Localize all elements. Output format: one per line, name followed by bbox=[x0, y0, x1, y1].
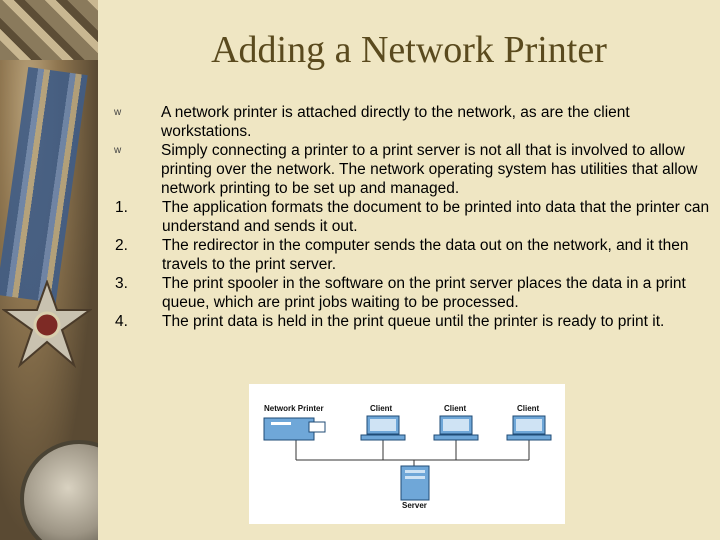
decorative-side-image bbox=[0, 0, 98, 540]
medal-cross-icon bbox=[2, 280, 92, 369]
client-label: Client bbox=[444, 404, 467, 413]
server-icon bbox=[400, 465, 430, 501]
list-item: w Simply connecting a printer to a print… bbox=[110, 141, 710, 198]
list-item-text: Simply connecting a printer to a print s… bbox=[161, 142, 698, 197]
list-number: 4. bbox=[115, 313, 128, 330]
list-number: 2. bbox=[115, 237, 128, 254]
client-label: Client bbox=[370, 404, 393, 413]
list-item-text: The application formats the document to … bbox=[162, 199, 710, 235]
list-item-text: The print spooler in the software on the… bbox=[162, 275, 686, 311]
decorative-texture bbox=[0, 0, 98, 60]
bullet-icon: w bbox=[114, 145, 122, 156]
medal-ribbon bbox=[0, 66, 88, 304]
content-list: w A network printer is attached directly… bbox=[110, 103, 710, 331]
bullet-icon: w bbox=[114, 107, 122, 118]
list-item-text: The redirector in the computer sends the… bbox=[162, 237, 689, 273]
client-computer-icon bbox=[506, 415, 552, 441]
list-item: 2. The redirector in the computer sends … bbox=[110, 236, 710, 274]
list-item: 4. The print data is held in the print q… bbox=[110, 312, 710, 331]
client-computer-icon bbox=[360, 415, 406, 441]
list-item-text: The print data is held in the print queu… bbox=[162, 313, 665, 330]
client-computer-icon bbox=[433, 415, 479, 441]
list-item-text: A network printer is attached directly t… bbox=[161, 104, 630, 140]
client-label: Client bbox=[517, 404, 540, 413]
slide-title: Adding a Network Printer bbox=[211, 29, 607, 71]
printer-label: Network Printer bbox=[264, 404, 324, 413]
server-label: Server bbox=[402, 501, 427, 510]
list-number: 1. bbox=[115, 199, 128, 216]
network-lines bbox=[295, 440, 530, 466]
printer-icon bbox=[263, 417, 326, 441]
list-item: w A network printer is attached directly… bbox=[110, 103, 710, 141]
network-printer-diagram: Network Printer Client Client Client Ser… bbox=[249, 384, 565, 524]
decorative-coin bbox=[20, 440, 98, 540]
list-item: 3. The print spooler in the software on … bbox=[110, 274, 710, 312]
list-number: 3. bbox=[115, 275, 128, 292]
list-item: 1. The application formats the document … bbox=[110, 198, 710, 236]
